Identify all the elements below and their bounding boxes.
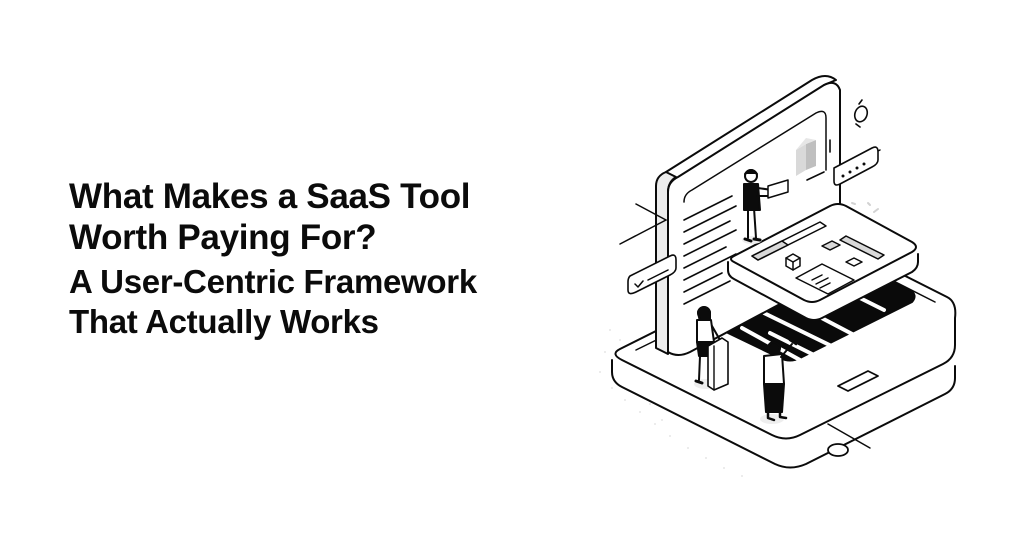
tablet-base [611, 244, 957, 469]
sparkle-decoration [851, 202, 879, 213]
dot-pattern-decoration [599, 329, 743, 477]
person-waving-icon [760, 338, 798, 424]
checkmark-tag [619, 203, 677, 295]
subtitle-block: A User-Centric Framework That Actually W… [69, 262, 599, 342]
monitor-panel [655, 75, 841, 356]
title-line-1: What Makes a SaaS Tool [69, 177, 471, 216]
person-at-podium-icon [694, 306, 729, 391]
password-field-icon [833, 146, 881, 186]
subtitle-line-1: A User-Centric Framework [69, 263, 477, 300]
title-block: What Makes a SaaS Tool Worth Paying For? [69, 176, 599, 258]
title-line-2: Worth Paying For? [69, 218, 377, 257]
bar-chart-icon [796, 138, 816, 176]
cube-icon [785, 253, 801, 271]
dark-screen [717, 259, 916, 362]
subtitle-line-2: That Actually Works [69, 303, 379, 340]
person-presenting-icon [742, 169, 789, 244]
headline: What Makes a SaaS Tool Worth Paying For?… [69, 176, 599, 342]
dashboard-card [727, 203, 919, 321]
lightbulb-icon [853, 99, 869, 128]
